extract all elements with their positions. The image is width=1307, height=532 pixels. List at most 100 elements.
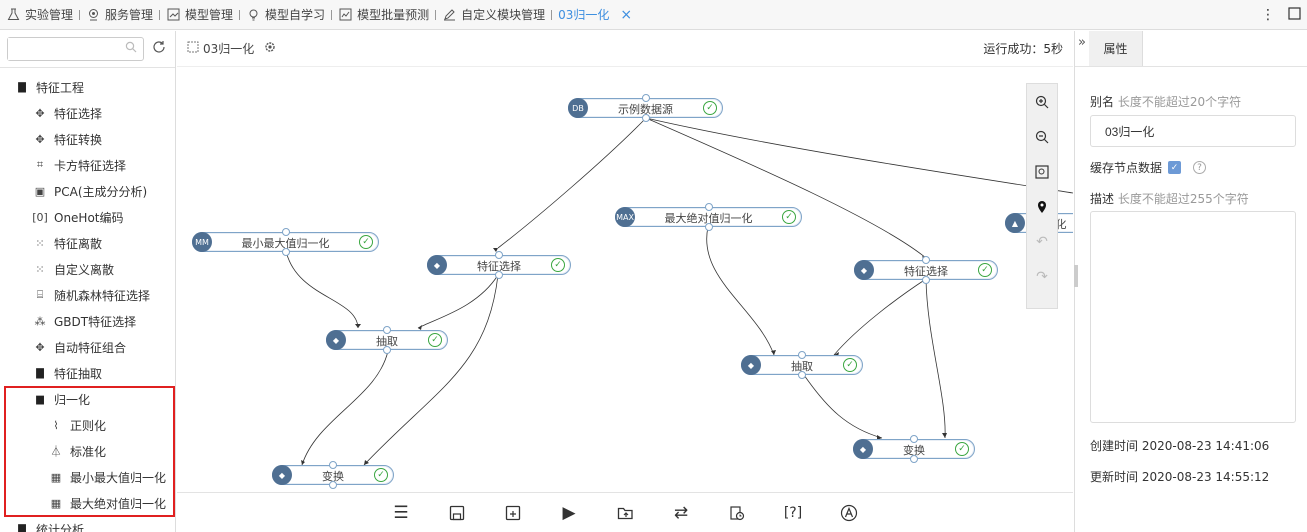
- help-bracket-icon[interactable]: [?]: [783, 504, 803, 521]
- tab-properties[interactable]: 属性: [1089, 31, 1143, 66]
- tree-item[interactable]: ✥特征选择: [0, 100, 175, 126]
- tab-model-self-learning[interactable]: 模型自学习: [240, 0, 331, 30]
- export-icon[interactable]: [608, 500, 642, 526]
- extract-icon: ◆: [326, 330, 346, 350]
- node-label: 最大绝对值归一化: [664, 212, 753, 225]
- node-port[interactable]: [383, 346, 391, 354]
- tab-experiment-management[interactable]: 实验管理: [0, 0, 79, 30]
- tree-item[interactable]: ⁂GBDT特征选择: [0, 308, 175, 334]
- node-port[interactable]: [495, 271, 503, 279]
- save-as-icon[interactable]: [496, 500, 530, 526]
- node-extract-1[interactable]: ◆ 抽取 ✓: [326, 326, 448, 354]
- alias-input[interactable]: [1090, 115, 1296, 147]
- tree-item[interactable]: ⌗卡方特征选择: [0, 152, 175, 178]
- tab-batch-predict[interactable]: 模型批量预测: [332, 0, 435, 30]
- node-port[interactable]: [798, 351, 806, 359]
- node-port[interactable]: [281, 248, 290, 256]
- node-label: 特征选择: [904, 265, 948, 278]
- description-textarea[interactable]: [1090, 211, 1296, 423]
- cache-label: 缓存节点数据: [1090, 161, 1163, 175]
- node-port[interactable]: [922, 276, 930, 284]
- edge: [925, 278, 946, 439]
- node-feature-select-2[interactable]: ◆ 特征选择 ✓: [854, 256, 998, 284]
- tree-item[interactable]: ⌇正则化: [0, 412, 175, 438]
- help-icon[interactable]: ?: [1193, 161, 1207, 174]
- node-port[interactable]: [495, 251, 503, 259]
- node-transform-1[interactable]: ◆ 变换 ✓: [272, 461, 394, 489]
- tree-item-label: OneHot编码: [54, 210, 124, 225]
- node-port[interactable]: [329, 481, 337, 489]
- edge: [706, 226, 775, 356]
- node-port[interactable]: [383, 326, 391, 334]
- settings-icon[interactable]: [264, 41, 276, 56]
- edit-icon: [442, 8, 456, 22]
- highlight-box: [4, 386, 175, 517]
- workflow-graph[interactable]: DB 示例数据源 ✓ MM 最小最大值归一化 ✓ ◆ 特征选择 ✓ MAX 最大…: [177, 68, 1073, 492]
- chi-square-icon: ⌗: [36, 158, 44, 171]
- node-port[interactable]: [281, 228, 290, 236]
- created-label: 创建时间: [1090, 439, 1139, 453]
- auto-layout-icon[interactable]: [832, 500, 866, 526]
- node-extract-2[interactable]: ◆ 抽取 ✓: [741, 351, 863, 379]
- tree-item[interactable]: [0]OneHot编码: [0, 204, 175, 230]
- search-icon[interactable]: [125, 41, 137, 56]
- tree-item-label: 特征抽取: [54, 366, 103, 381]
- tree-item[interactable]: ▇特征工程: [0, 74, 175, 100]
- tree-item[interactable]: ✥自动特征组合: [0, 334, 175, 360]
- list-icon[interactable]: ☰: [393, 502, 409, 523]
- cache-checkbox[interactable]: ✓: [1168, 161, 1182, 174]
- tree-item[interactable]: ▇特征抽取: [0, 360, 175, 386]
- node-port[interactable]: [798, 371, 806, 379]
- tree-item[interactable]: ▦最小最大值归一化: [0, 464, 175, 490]
- node-port[interactable]: [641, 114, 650, 122]
- tree-item-label: 统计分析: [36, 522, 85, 532]
- zoom-out-icon[interactable]: [1027, 119, 1057, 154]
- node-minmax-normalize[interactable]: MM 最小最大值归一化 ✓: [192, 228, 379, 256]
- panel-resize-handle[interactable]: [1074, 265, 1078, 287]
- tab-custom-module-management[interactable]: 自定义模块管理: [436, 0, 551, 30]
- tree-item[interactable]: ⏃标准化: [0, 438, 175, 464]
- node-feature-select-1[interactable]: ◆ 特征选择 ✓: [427, 251, 571, 279]
- collapse-icon[interactable]: »: [1078, 35, 1086, 50]
- node-port[interactable]: [910, 455, 918, 463]
- tab-model-management[interactable]: 模型管理: [160, 0, 239, 30]
- tree-item[interactable]: ▆归一化: [0, 386, 175, 412]
- locate-icon[interactable]: [1027, 189, 1057, 224]
- refresh-icon[interactable]: [152, 40, 166, 58]
- arrowhead: [301, 460, 305, 465]
- tree-item[interactable]: ▦最大绝对值归一化: [0, 490, 175, 516]
- node-port[interactable]: [922, 256, 930, 264]
- node-sample-data-source[interactable]: DB 示例数据源 ✓: [568, 94, 723, 122]
- maximize-icon[interactable]: [1281, 6, 1307, 24]
- schedule-icon[interactable]: [720, 500, 754, 526]
- save-icon[interactable]: [440, 500, 474, 526]
- tree-item[interactable]: ⁙特征离散: [0, 230, 175, 256]
- tree-item[interactable]: ⌸随机森林特征选择: [0, 282, 175, 308]
- experiment-name: 03归一化: [203, 42, 255, 56]
- more-vertical-icon[interactable]: ⋮: [1261, 7, 1275, 23]
- search-input[interactable]: [8, 38, 118, 60]
- node-transform-2[interactable]: ◆ 变换 ✓: [853, 435, 975, 463]
- close-icon[interactable]: ×: [620, 6, 633, 23]
- tree-item[interactable]: ▇统计分析: [0, 516, 175, 532]
- zoom-in-icon[interactable]: [1027, 84, 1057, 119]
- tree-item[interactable]: ⁙自定义离散: [0, 256, 175, 282]
- node-port[interactable]: [704, 223, 713, 231]
- tab-service-management[interactable]: 服务管理: [80, 0, 159, 30]
- chart-icon: [338, 8, 352, 22]
- tree-item[interactable]: ✥特征转换: [0, 126, 175, 152]
- node-port[interactable]: [641, 94, 650, 102]
- tab-tools: ⋮: [1255, 0, 1307, 30]
- run-icon[interactable]: ▶: [562, 502, 576, 523]
- redo-icon[interactable]: ↷: [1036, 268, 1048, 285]
- switch-icon[interactable]: ⇄: [673, 502, 689, 523]
- node-port[interactable]: [329, 461, 337, 469]
- zoom-fit-icon[interactable]: [1027, 154, 1057, 189]
- node-port[interactable]: [704, 203, 713, 211]
- node-maxabs-normalize[interactable]: MAX 最大绝对值归一化 ✓: [615, 203, 802, 231]
- undo-icon[interactable]: ↶: [1036, 233, 1048, 250]
- tree-item[interactable]: ▣PCA(主成分分析): [0, 178, 175, 204]
- maxabs-icon: ▦: [50, 496, 62, 510]
- node-port[interactable]: [910, 435, 918, 443]
- tab-03-normalize[interactable]: 03归一化 ×: [552, 0, 638, 30]
